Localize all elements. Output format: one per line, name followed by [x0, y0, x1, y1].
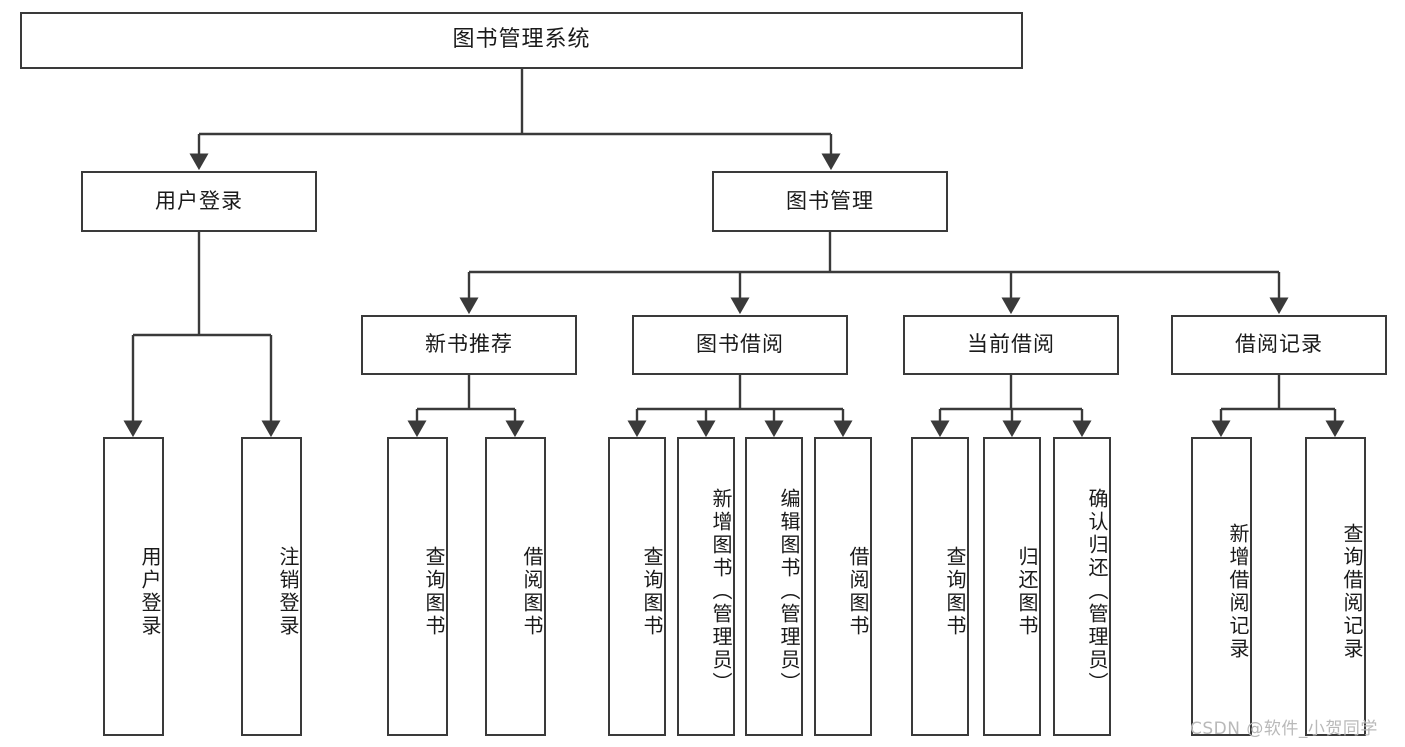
node-root-book-management-system[interactable]: 图书管理系统 [20, 12, 1023, 69]
leaf-edit-book-admin[interactable]: 编辑图书（管理员） [745, 437, 803, 736]
node-new-book-recommendation[interactable]: 新书推荐 [361, 315, 577, 375]
leaf-confirm-return-admin[interactable]: 确认归还（管理员） [1053, 437, 1111, 736]
leaf-query-borrowing-record[interactable]: 查询借阅记录 [1305, 437, 1366, 736]
csdn-watermark: CSDN @软件_小贺同学 [1190, 719, 1378, 739]
leaf-add-book-admin[interactable]: 新增图书（管理员） [677, 437, 735, 736]
leaf-add-borrowing-record[interactable]: 新增借阅记录 [1191, 437, 1252, 736]
leaf-return-book[interactable]: 归还图书 [983, 437, 1041, 736]
leaf-query-book-borrowing[interactable]: 查询图书 [608, 437, 666, 736]
leaf-borrow-book-new-book[interactable]: 借阅图书 [485, 437, 546, 736]
leaf-query-book-new-book[interactable]: 查询图书 [387, 437, 448, 736]
node-borrowing-records[interactable]: 借阅记录 [1171, 315, 1387, 375]
leaf-query-book-current[interactable]: 查询图书 [911, 437, 969, 736]
node-book-management[interactable]: 图书管理 [712, 171, 948, 232]
node-current-borrowing[interactable]: 当前借阅 [903, 315, 1119, 375]
leaf-user-logout[interactable]: 注销登录 [241, 437, 302, 736]
leaf-user-login[interactable]: 用户登录 [103, 437, 164, 736]
leaf-borrow-book-borrowing[interactable]: 借阅图书 [814, 437, 872, 736]
node-user-login[interactable]: 用户登录 [81, 171, 317, 232]
node-book-borrowing[interactable]: 图书借阅 [632, 315, 848, 375]
